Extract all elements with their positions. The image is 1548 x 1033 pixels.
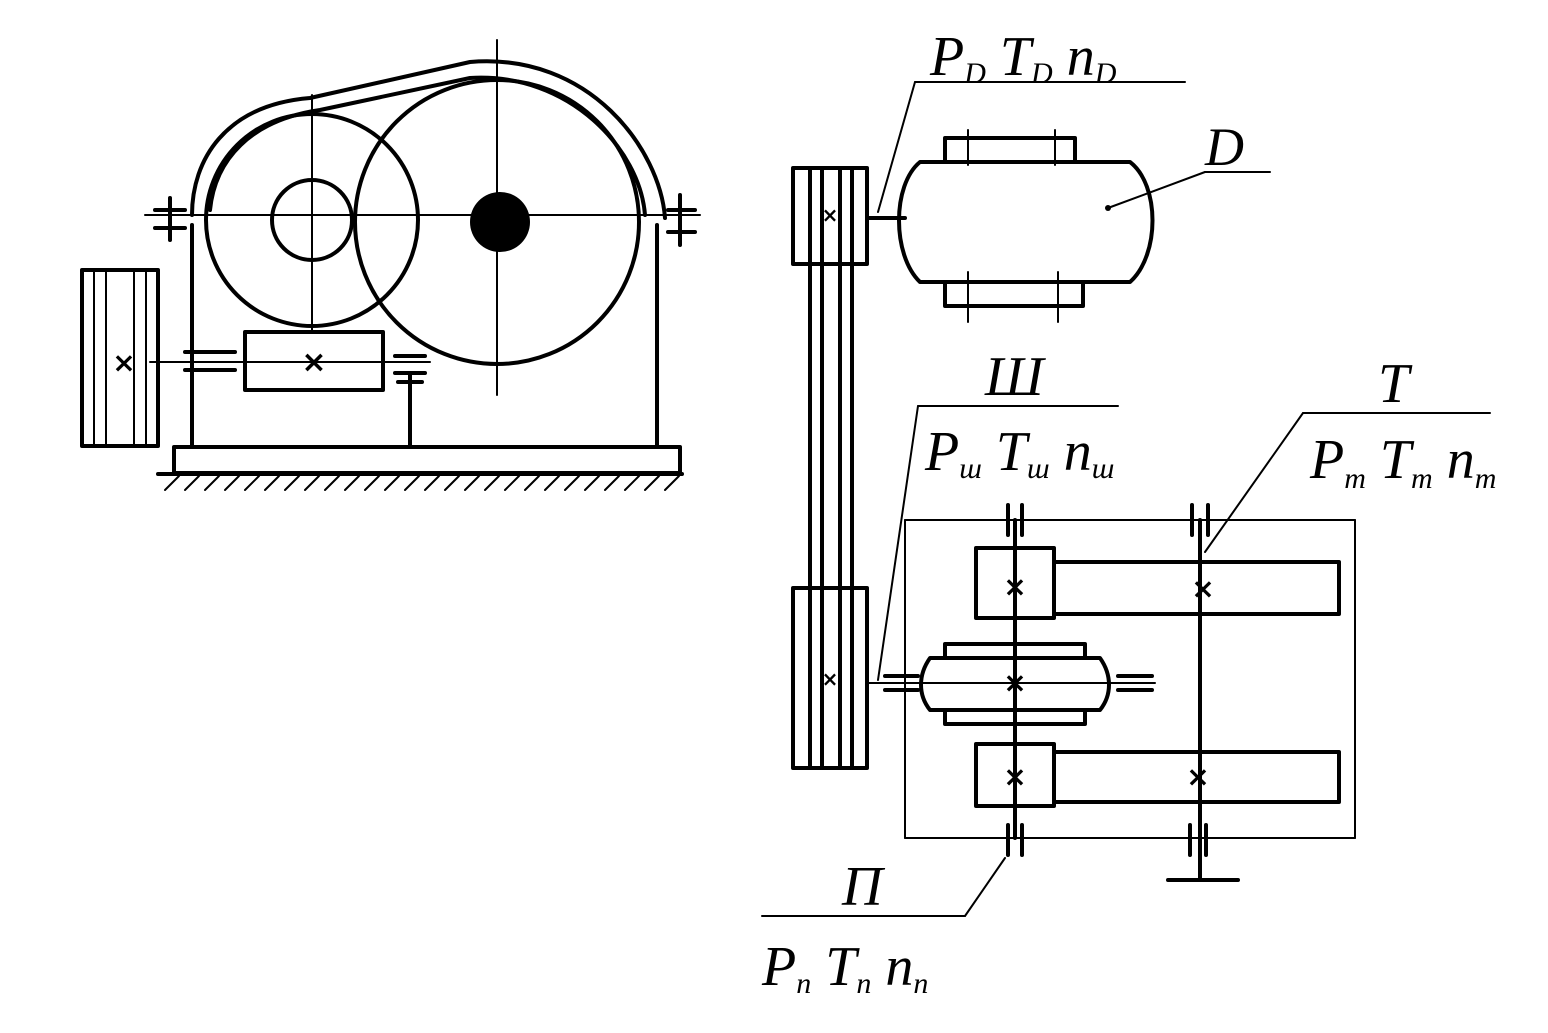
shaft-param-leader	[877, 405, 919, 681]
motor-param-n-sub: D	[1094, 57, 1117, 90]
middle-gear-rim-bot	[943, 708, 1087, 726]
svg-text:PD TD nD: PD TD nD	[929, 26, 1117, 90]
motor-param-p-sub: D	[963, 57, 986, 90]
shaft-pulley	[791, 586, 869, 770]
label-intermediate-params: Pп Tп nп	[761, 936, 928, 1000]
large-pulley-hub	[470, 192, 530, 252]
hatch-stroke	[524, 475, 540, 491]
drum-param-leader	[1204, 412, 1304, 553]
label-drum-name: T	[1378, 353, 1413, 415]
hatch-stroke	[604, 475, 620, 491]
hatch-stroke	[564, 475, 580, 491]
intermediate-param-p-sub: п	[796, 967, 811, 1000]
intermediate-param-t: T	[825, 936, 860, 998]
hatch-stroke	[284, 475, 300, 491]
hatch-stroke	[364, 475, 380, 491]
gear-lower-large-cross: ×	[1186, 760, 1209, 793]
motor-body	[897, 160, 1155, 284]
side-pulley	[80, 268, 160, 448]
drum-param-p: P	[1309, 429, 1344, 491]
shaft-pulley-cross: ×	[822, 667, 839, 691]
svg-text:Pт Tт nт: Pт Tт nт	[1309, 429, 1496, 495]
hatch-stroke	[164, 475, 180, 491]
motor-foot-bottom	[943, 280, 1085, 308]
hatch-stroke	[544, 475, 560, 491]
hatch-stroke	[404, 475, 420, 491]
middle-gear-rim-top	[943, 642, 1087, 660]
hatch-stroke	[424, 475, 440, 491]
drum-param-n-sub: т	[1475, 462, 1497, 495]
hatch-stroke	[384, 475, 400, 491]
side-view-drawing: × ×	[80, 39, 701, 491]
label-motor-name: D	[1204, 117, 1244, 177]
hatch-stroke	[484, 475, 500, 491]
shaft-param-t-sub: ш	[1027, 452, 1050, 485]
hatch-stroke	[344, 475, 360, 491]
intermediate-param-leader	[964, 857, 1006, 917]
motor-foot-top	[943, 136, 1077, 164]
label-drum-params: Pт Tт nт	[1309, 429, 1496, 495]
gear-upper-large	[1052, 560, 1341, 616]
hatch-stroke	[584, 475, 600, 491]
intermediate-param-p: P	[761, 936, 796, 998]
shaft-param-t: T	[996, 421, 1031, 483]
hatch-stroke	[304, 475, 320, 491]
side-pulley-cross: ×	[112, 346, 135, 379]
drum-param-p-sub: т	[1344, 462, 1366, 495]
label-intermediate-name: П	[841, 856, 886, 918]
hatch-stroke	[264, 475, 280, 491]
shaft-param-n: n	[1064, 421, 1092, 483]
motor-param-leader	[877, 81, 916, 213]
intermediate-param-n: n	[885, 936, 913, 998]
label-motor-params: PD TD nD	[929, 26, 1117, 90]
shaft-param-p: P	[924, 421, 959, 483]
gear-lower-small-cross: ×	[1003, 760, 1026, 793]
hatch-stroke	[224, 475, 240, 491]
hatch-stroke	[184, 475, 200, 491]
hatch-stroke	[324, 475, 340, 491]
motor-leader	[1107, 171, 1206, 209]
label-shaft-params: Pш Tш nш	[924, 421, 1114, 485]
hatch-stroke	[664, 475, 680, 491]
motor-param-t-sub: D	[1030, 57, 1053, 90]
shaft-param-p-sub: ш	[959, 452, 982, 485]
base-plate	[172, 445, 682, 475]
gear-upper-large-cross: ×	[1191, 572, 1214, 605]
kinematic-diagram: × ×	[761, 81, 1491, 917]
intermediate-param-t-sub: п	[856, 967, 871, 1000]
drum-param-t-sub: т	[1411, 462, 1433, 495]
drum-param-t: T	[1380, 429, 1415, 491]
hatch-stroke	[464, 475, 480, 491]
intermediate-param-n-sub: п	[913, 967, 928, 1000]
drum-param-n: n	[1447, 429, 1475, 491]
svg-text:Pш Tш nш: Pш Tш nш	[924, 421, 1114, 485]
shaft-param-n-sub: ш	[1092, 452, 1115, 485]
motor-param-n: n	[1067, 26, 1095, 88]
hatch-stroke	[204, 475, 220, 491]
motor-param-p: P	[929, 26, 964, 88]
gear-lower-large	[1052, 750, 1341, 804]
motor-param-t: T	[1000, 26, 1035, 88]
middle-gear	[919, 656, 1111, 712]
ground-hatch	[164, 475, 680, 491]
gear-upper-small-cross: ×	[1003, 570, 1026, 603]
hatch-stroke	[244, 475, 260, 491]
label-shaft-name: Ш	[984, 346, 1046, 408]
motor-pulley-cross: ×	[822, 203, 839, 227]
svg-text:Pп Tп nп: Pп Tп nп	[761, 936, 928, 1000]
hatch-stroke	[504, 475, 520, 491]
belt-guard	[190, 59, 667, 220]
hatch-stroke	[624, 475, 640, 491]
hatch-stroke	[644, 475, 660, 491]
hatch-stroke	[444, 475, 460, 491]
